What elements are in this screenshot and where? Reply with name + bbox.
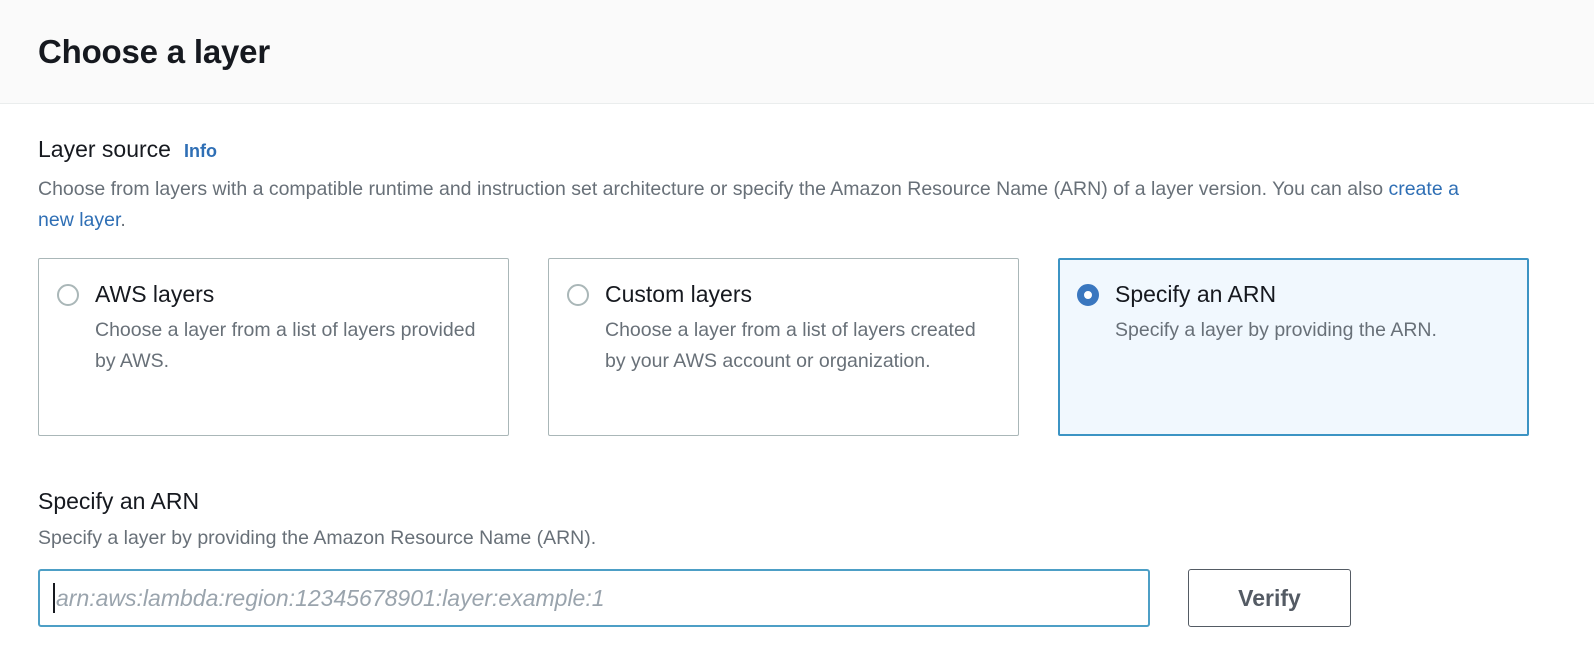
modal-header: Choose a layer [0,0,1594,104]
text-caret [53,583,55,613]
arn-section: Specify an ARN Specify a layer by provid… [38,488,1556,627]
layer-source-label-row: Layer source Info [38,136,1556,163]
layer-source-description-text-1: Choose from layers with a compatible run… [38,178,1389,200]
layer-source-option-aws-layers-text: AWS layers Choose a layer from a list of… [95,279,490,435]
layer-source-option-specify-an-arn-title: Specify an ARN [1115,281,1277,307]
radio-icon-custom-layers[interactable] [567,284,589,306]
arn-section-description: Specify a layer by providing the Amazon … [38,527,597,549]
layer-source-option-aws-layers[interactable]: AWS layers Choose a layer from a list of… [38,258,509,436]
layer-source-option-custom-layers-description: Choose a layer from a list of layers cre… [605,319,976,372]
layer-source-label: Layer source [38,136,171,162]
arn-section-title: Specify an ARN [38,488,200,514]
arn-input-placeholder: arn:aws:lambda:region:12345678901:layer:… [56,584,605,611]
layer-source-option-specify-an-arn-description: Specify a layer by providing the ARN. [1115,319,1437,341]
modal-body: Layer source Info Choose from layers wit… [0,104,1594,627]
layer-source-description: Choose from layers with a compatible run… [38,174,1498,236]
arn-input[interactable]: arn:aws:lambda:region:12345678901:layer:… [38,569,1150,627]
layer-source-option-aws-layers-description: Choose a layer from a list of layers pro… [95,319,476,372]
layer-source-option-custom-layers[interactable]: Custom layers Choose a layer from a list… [548,258,1019,436]
layer-source-option-custom-layers-title: Custom layers [605,281,752,307]
radio-icon-aws-layers[interactable] [57,284,79,306]
page-title: Choose a layer [38,32,270,70]
create-a-new-layer-link[interactable]: create a new layer [38,178,1459,231]
layer-source-description-text-2: . [120,209,126,231]
verify-button[interactable]: Verify [1188,569,1351,627]
layer-source-option-aws-layers-title: AWS layers [95,281,215,307]
layer-source-option-custom-layers-text: Custom layers Choose a layer from a list… [605,279,1000,435]
layer-source-option-specify-an-arn[interactable]: Specify an ARN Specify a layer by provid… [1058,258,1529,436]
info-link[interactable]: Info [183,141,217,161]
layer-source-option-specify-an-arn-text: Specify an ARN Specify a layer by provid… [1115,279,1437,434]
layer-source-options: AWS layers Choose a layer from a list of… [38,258,1556,436]
arn-input-row: arn:aws:lambda:region:12345678901:layer:… [38,569,1556,627]
radio-icon-specify-an-arn[interactable] [1077,284,1099,306]
